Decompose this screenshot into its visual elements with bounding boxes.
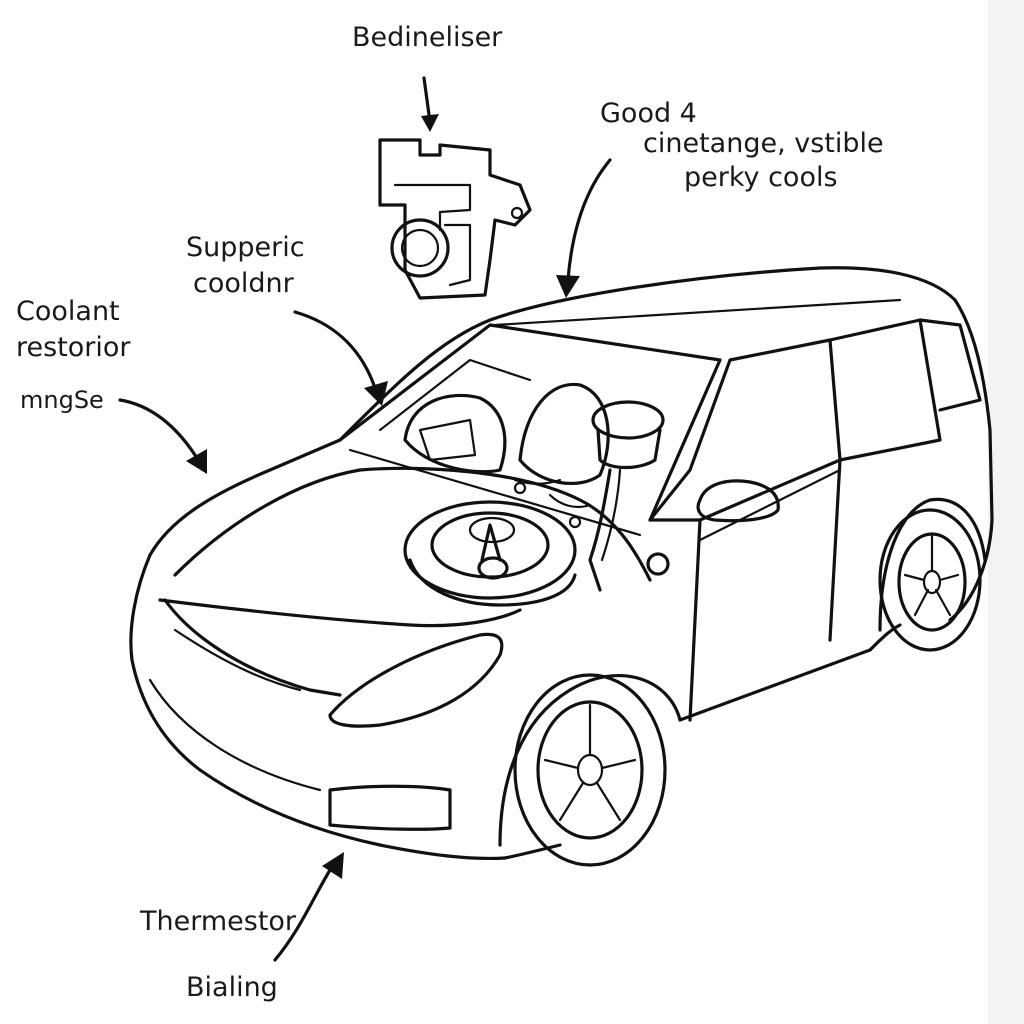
label-cinetange: cinetange, vstible (643, 128, 884, 159)
label-coolant: Coolant (16, 296, 120, 327)
car-body (129, 266, 994, 861)
label-mngse: mngSe (20, 386, 104, 414)
label-restorior: restorior (16, 332, 131, 363)
label-bedineliser: Bedineliser (352, 22, 503, 53)
right-edge-strip (988, 0, 1024, 1024)
label-supperic: Supperic (186, 232, 305, 263)
label-cooldnr: cooldnr (193, 268, 294, 299)
front-wheel (513, 673, 667, 867)
label-bialing: Bialing (186, 972, 278, 1003)
engine-bay-components (403, 382, 665, 607)
bedineliser-component (378, 138, 532, 300)
rear-wheel (878, 497, 987, 652)
label-thermestor: Thermestor (140, 906, 297, 937)
label-good-4: Good 4 (600, 98, 697, 129)
callout-arrows (118, 76, 612, 962)
label-perky-cools: perky cools (684, 162, 838, 193)
